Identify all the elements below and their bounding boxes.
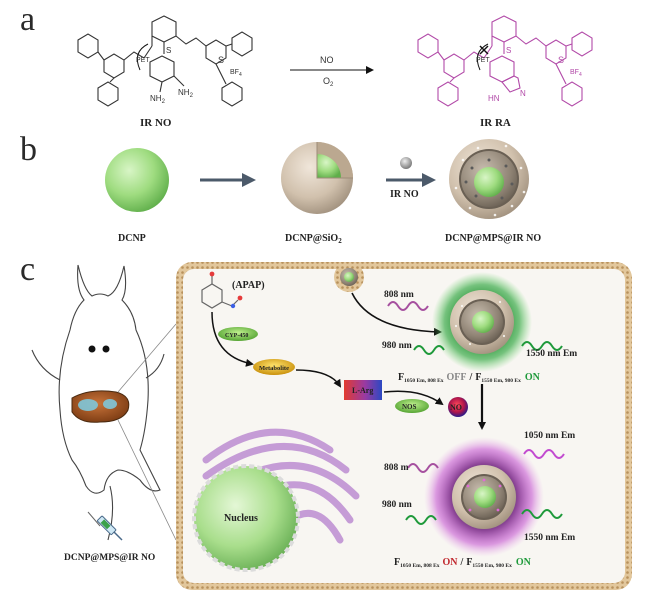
no-label: NO bbox=[450, 403, 462, 412]
reaction-arrow-top: NO bbox=[320, 55, 334, 65]
ex980-bottom-label: 980 nm bbox=[382, 500, 412, 510]
mouse-eye-left bbox=[89, 346, 96, 353]
apap-label: (APAP) bbox=[232, 280, 265, 291]
amine-2: NH2 bbox=[178, 88, 194, 99]
triazole-n: N bbox=[520, 89, 526, 98]
ir-no-structure bbox=[78, 16, 252, 106]
mouse-eye-right bbox=[103, 346, 110, 353]
ex808-top-label: 808 nm bbox=[384, 290, 414, 300]
sulfonium-label-product: S bbox=[558, 55, 564, 65]
arrow-b-2-label: IR NO bbox=[390, 189, 419, 200]
pet-label-product: PET bbox=[476, 57, 490, 64]
panel-a-letter: a bbox=[20, 1, 35, 38]
ir-ra-label: IR RA bbox=[480, 117, 511, 129]
mouse-injection-label: DCNP@MPS@IR NO bbox=[64, 553, 155, 563]
nucleus-label: Nucleus bbox=[224, 513, 258, 524]
counterion-product: BF4 bbox=[570, 69, 582, 78]
larg-label: L-Arg bbox=[352, 386, 373, 395]
reaction-arrow-bottom: O2 bbox=[323, 76, 334, 88]
ex808-bottom-label: 808 m bbox=[384, 463, 409, 473]
ir-no-label: IR NO bbox=[140, 117, 172, 129]
triazole-nh: HN bbox=[488, 94, 500, 103]
mouse-liver-lobe-1 bbox=[78, 399, 98, 411]
em1050-bottom-label: 1050 nm Em bbox=[524, 431, 575, 441]
em1550-top-label: 1550 nm Em bbox=[526, 349, 577, 359]
ex980-top-label: 980 nm bbox=[382, 341, 412, 351]
panel-b-letter: b bbox=[20, 131, 37, 168]
sulfur-label-reactant: S bbox=[166, 46, 171, 55]
dcnp-sio2-label: DCNP@SiO2 bbox=[285, 233, 342, 245]
panel-c-letter: c bbox=[20, 251, 35, 288]
nos-label: NOS bbox=[402, 403, 417, 411]
probe-off-state bbox=[432, 272, 532, 372]
endocytosis-vesicle bbox=[334, 262, 364, 292]
metabolite-label: Metabolite bbox=[259, 365, 289, 372]
cyp450-label: CYP-450 bbox=[225, 333, 248, 339]
sulfonium-label-reactant: S bbox=[218, 55, 224, 65]
dcnp-label: DCNP bbox=[118, 233, 146, 244]
counterion-reactant: BF4 bbox=[230, 69, 242, 78]
syringe-icon bbox=[88, 512, 122, 540]
dcnp-sio2-sphere bbox=[281, 142, 353, 214]
pet-label-reactant: PET bbox=[136, 57, 150, 64]
dcnp-mps-ir-no-label: DCNP@MPS@IR NO bbox=[445, 233, 541, 244]
amine-1: NH2 bbox=[150, 94, 166, 105]
zoom-line-bottom bbox=[118, 420, 176, 540]
dcnp-mps-ir-no-sphere bbox=[449, 139, 529, 219]
sulfur-label-product: S bbox=[506, 46, 511, 55]
reaction-arrow: NO O2 bbox=[290, 55, 372, 88]
ir-ra-structure bbox=[418, 16, 592, 106]
ir-no-ball bbox=[400, 157, 412, 169]
mouse-liver-lobe-2 bbox=[103, 399, 117, 409]
dcnp-sphere bbox=[105, 148, 169, 212]
em1550-bottom-label: 1550 nm Em bbox=[524, 533, 575, 543]
